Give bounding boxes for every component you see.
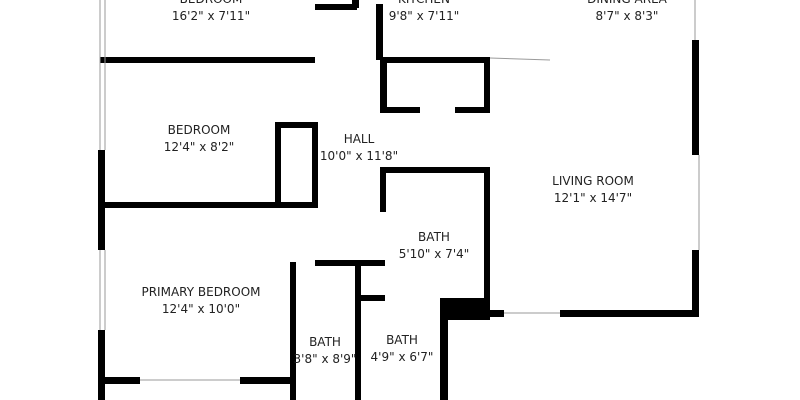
door [489,57,551,61]
room-name: BEDROOM [167,123,231,137]
wall [380,167,490,173]
room-dims: 12'4" x 10'0" [161,302,241,316]
room-name: BEDROOM [172,0,250,8]
wall [290,262,296,400]
room-dims: 4'9" x 6'7" [370,350,434,364]
wall [440,298,490,320]
room-dims: 3'8" x 8'9" [293,352,357,366]
room-dims: 8'7" x 8'3" [595,9,659,23]
room-dims: 5'10" x 7'4" [398,247,470,261]
wall [240,377,295,384]
wall [440,298,448,400]
wall [100,202,315,208]
room-bath-1: BATH 5'10" x 7'4" [399,229,470,263]
room-hall: HALL 10'0" x 11'8" [320,131,398,165]
wall [355,262,361,400]
wall [275,122,281,208]
wall [100,57,315,63]
room-bedroom: BEDROOM 12'4" x 8'2" [164,122,235,156]
wall [380,107,420,113]
room-name: HALL [343,132,375,146]
wall [352,0,359,8]
wall [692,40,699,155]
wall [484,167,490,307]
wall [100,377,140,384]
wall [275,122,315,128]
wall [484,57,490,113]
room-dims: 9'8" x 7'11" [388,9,460,23]
room-name: BATH [309,335,341,349]
room-dims: 16'2" x 7'11" [171,9,251,23]
wall [98,330,105,400]
room-dining-area: DINING AREA8'7" x 8'3" [587,0,667,25]
room-kitchen: KITCHEN9'8" x 7'11" [389,0,460,25]
wall [455,107,490,113]
wall [380,167,386,212]
wall [315,4,357,10]
wall [98,150,105,250]
room-name: BATH [418,230,450,244]
wall [692,250,699,315]
wall [315,260,385,266]
room-name: BATH [386,333,418,347]
wall [376,4,383,60]
room-bath-3: BATH 4'9" x 6'7" [371,332,434,366]
room-name: KITCHEN [389,0,460,8]
room-primary-bedroom: PRIMARY BEDROOM 12'4" x 10'0" [141,284,260,318]
wall [360,295,385,301]
wall [312,122,318,208]
room-bedroom-top: BEDROOM16'2" x 7'11" [172,0,250,25]
room-name: PRIMARY BEDROOM [141,285,261,299]
room-name: LIVING ROOM [552,174,634,188]
room-dims: 10'0" x 11'8" [319,149,399,163]
wall [380,57,490,63]
room-bath-2: BATH 3'8" x 8'9" [294,334,357,368]
wall [484,310,504,317]
room-living-room: LIVING ROOM 12'1" x 14'7" [552,173,634,207]
room-dims: 12'4" x 8'2" [163,140,235,154]
wall [380,57,387,113]
room-name: DINING AREA [587,0,667,8]
wall [560,310,699,317]
room-dims: 12'1" x 14'7" [553,191,633,205]
